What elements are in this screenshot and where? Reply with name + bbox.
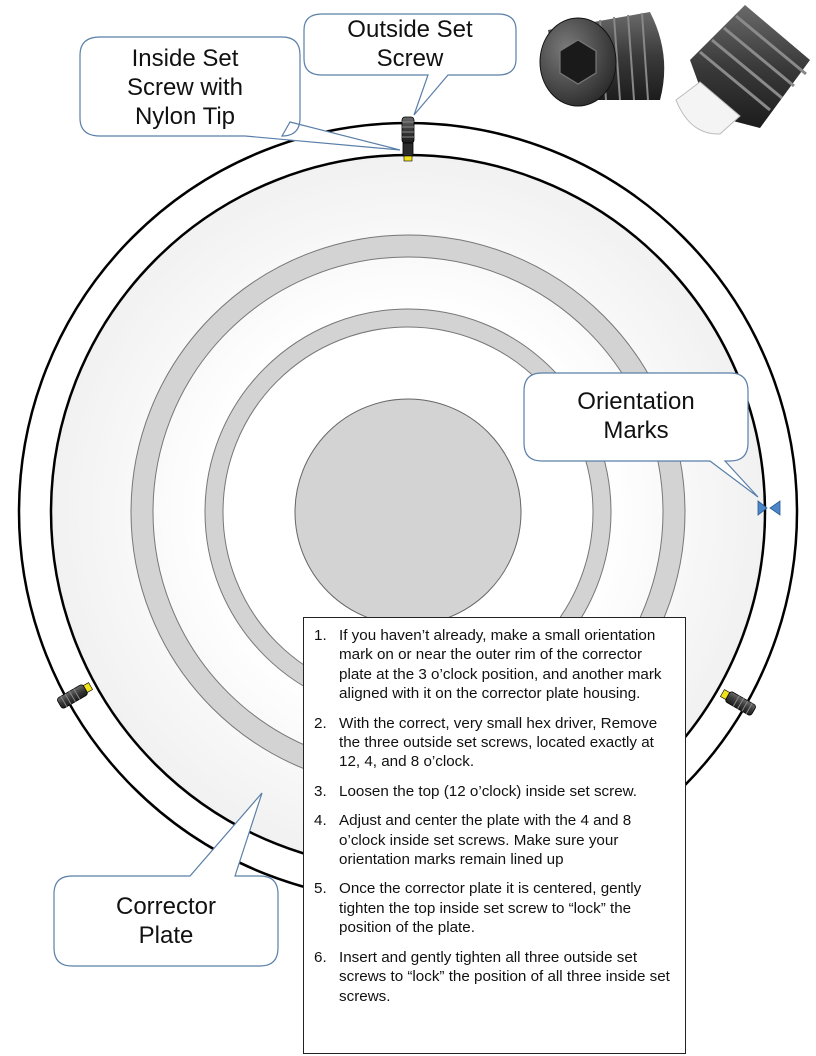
set-screw-hex-end-image (539, 12, 665, 107)
instructions-list: 1.If you haven’t already, make a small o… (314, 626, 677, 1006)
callout-inside-line-2: Screw with (127, 74, 243, 101)
right-set-screw (720, 689, 756, 716)
callout-orientation-marks: Orientation Marks (523, 372, 759, 498)
top-inside-set-screw (402, 142, 414, 157)
top-outside-set-screw (401, 116, 415, 144)
hex-socket-icon (559, 39, 597, 85)
callout-orientation-line-1: Orientation (577, 388, 694, 415)
callout-inside-set-screw: Inside Set Screw with Nylon Tip (79, 36, 401, 151)
top-nylon-tip (403, 155, 413, 162)
instruction-item: 3.Loosen the top (12 o’clock) inside set… (314, 782, 638, 800)
set-screw-nylon-tip-image (675, 5, 810, 135)
callout-outside-set-screw: Outside Set Screw (303, 13, 517, 116)
instruction-item: 4.Adjust and center the plate with the 4… (314, 812, 632, 869)
instructions-box: 1.If you haven’t already, make a small o… (303, 617, 686, 1054)
nylon-tip-icon (675, 81, 741, 135)
instruction-item: 6.Insert and gently tighten all three ou… (314, 948, 670, 1005)
callout-orientation-line-2: Marks (603, 417, 668, 444)
callout-inside-line-1: Inside Set (132, 45, 239, 72)
callout-outside-line-1: Outside Set (347, 16, 473, 43)
callout-corrector-line-1: Corrector (116, 893, 216, 920)
left-set-screw (57, 682, 93, 709)
callout-corrector-plate: Corrector Plate (53, 792, 279, 967)
callout-corrector-line-2: Plate (139, 922, 194, 949)
callout-outside-line-2: Screw (377, 45, 444, 72)
instruction-item: 1.If you haven’t already, make a small o… (314, 627, 662, 703)
housing-orientation-mark (769, 500, 781, 516)
instruction-item: 2.With the correct, very small hex drive… (314, 714, 658, 771)
instruction-item: 5.Once the corrector plate it is centere… (314, 880, 642, 937)
plate-orientation-mark (757, 500, 768, 516)
center-disc (294, 398, 522, 626)
callout-inside-line-3: Nylon Tip (135, 103, 235, 130)
